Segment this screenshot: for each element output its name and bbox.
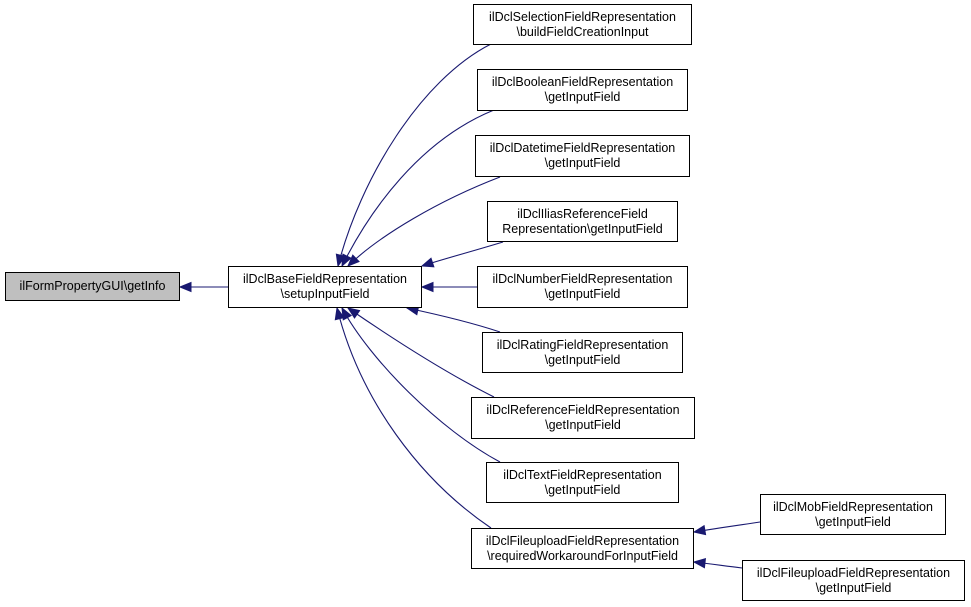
node-label-line: \getInputField <box>815 514 891 529</box>
node-label-line: \getInputField <box>545 418 621 432</box>
node-label-line: ilDclRatingFieldRepresentation <box>496 337 669 352</box>
edge-reference-to-base <box>347 307 495 398</box>
node-label-line: \requiredWorkaroundForInputField <box>487 548 678 563</box>
arrowhead-iliasref-to-base <box>420 257 435 268</box>
node-label-line: \setupInputField <box>280 287 370 301</box>
edge-iliasref-to-base <box>421 241 504 267</box>
edge-rating-to-base <box>406 307 501 333</box>
edge-text-to-base <box>341 307 501 463</box>
node-label-line: \getInputField <box>544 90 621 104</box>
node-label-line: ilDclIliasReferenceField <box>517 206 648 221</box>
node-label-line: ilDclTextFieldRepresentation <box>503 467 662 482</box>
node-label-line: \getInputField <box>544 287 621 301</box>
node-label-line: ilDclFileuploadFieldRepresentation <box>756 565 951 580</box>
node-ildcliliasreferencefieldrepresentation[interactable]: ilDclIliasReferenceField Representation\… <box>487 201 678 242</box>
arrowhead-text-to-base <box>341 306 353 321</box>
arrowhead-fileupload-to-base <box>334 306 345 321</box>
node-ildclnumberfieldrepresentation[interactable]: ilDclNumberFieldRepresentation \getInput… <box>477 266 688 308</box>
arrowhead-mob-to-fileupload <box>692 524 707 536</box>
node-label-line: \getInputField <box>544 156 621 170</box>
node-ildclbasefieldrepresentation-setupinputfield[interactable]: ilDclBaseFieldRepresentation \setupInput… <box>228 266 422 308</box>
node-label-line: ilFormPropertyGUI\getInfo <box>19 279 166 293</box>
node-label-line: Representation\getInputField <box>502 221 663 236</box>
node-label-line: ilDclNumberFieldRepresentation <box>492 272 673 286</box>
node-ildclreferencefieldrepresentation[interactable]: ilDclReferenceFieldRepresentation \getIn… <box>471 397 695 439</box>
node-label-line: \buildFieldCreationInput <box>516 24 649 39</box>
node-ilformpropertygui-getinfo[interactable]: ilFormPropertyGUI\getInfo <box>5 272 180 301</box>
arrowhead-datetime-to-base <box>347 254 360 267</box>
node-label-line: ilDclBooleanFieldRepresentation <box>491 75 674 89</box>
node-label-line: \getInputField <box>544 482 621 497</box>
node-label-line: \getInputField <box>544 352 621 367</box>
node-label-line: ilDclReferenceFieldRepresentation <box>486 403 680 417</box>
node-label-line: \getInputField <box>815 580 892 595</box>
node-ildclfileuploadfieldrepresentation-getinputfield[interactable]: ilDclFileuploadFieldRepresentation \getI… <box>742 560 965 601</box>
arrowhead-reference-to-base <box>346 307 361 319</box>
node-ildcltextfieldrepresentation[interactable]: ilDclTextFieldRepresentation \getInputFi… <box>486 462 679 503</box>
node-ildclselectionfieldrepresentation[interactable]: ilDclSelectionFieldRepresentation \build… <box>473 4 692 45</box>
arrowhead-boolean-to-base <box>341 253 352 268</box>
edge-boolean-to-base <box>341 109 495 267</box>
node-ildclfileuploadfieldrepresentation-requiredworkaround[interactable]: ilDclFileuploadFieldRepresentation \requ… <box>471 528 694 569</box>
node-ildclmobfieldrepresentation[interactable]: ilDclMobFieldRepresentation \getInputFie… <box>760 494 946 535</box>
edge-fileupload-to-base <box>336 307 492 529</box>
edge-selection-to-base <box>337 43 492 267</box>
arrowhead-number-to-base <box>420 281 434 293</box>
node-label-line: ilDclSelectionFieldRepresentation <box>489 9 676 24</box>
node-ildcldatetimefieldrepresentation[interactable]: ilDclDatetimeFieldRepresentation \getInp… <box>475 135 690 177</box>
node-label-line: ilDclFileuploadFieldRepresentation <box>485 533 680 548</box>
node-ildclratingfieldrepresentation[interactable]: ilDclRatingFieldRepresentation \getInput… <box>482 332 683 373</box>
node-label-line: ilDclBaseFieldRepresentation <box>243 272 407 286</box>
edge-datetime-to-base <box>347 176 501 267</box>
arrowhead-base-to-root <box>178 281 192 293</box>
arrowhead-fileupload2-to-fileupload <box>692 558 707 569</box>
node-label-line: ilDclMobFieldRepresentation <box>773 499 933 514</box>
node-label-line: ilDclDatetimeFieldRepresentation <box>489 141 676 155</box>
node-ildclbooleanfieldrepresentation[interactable]: ilDclBooleanFieldRepresentation \getInpu… <box>477 69 688 111</box>
